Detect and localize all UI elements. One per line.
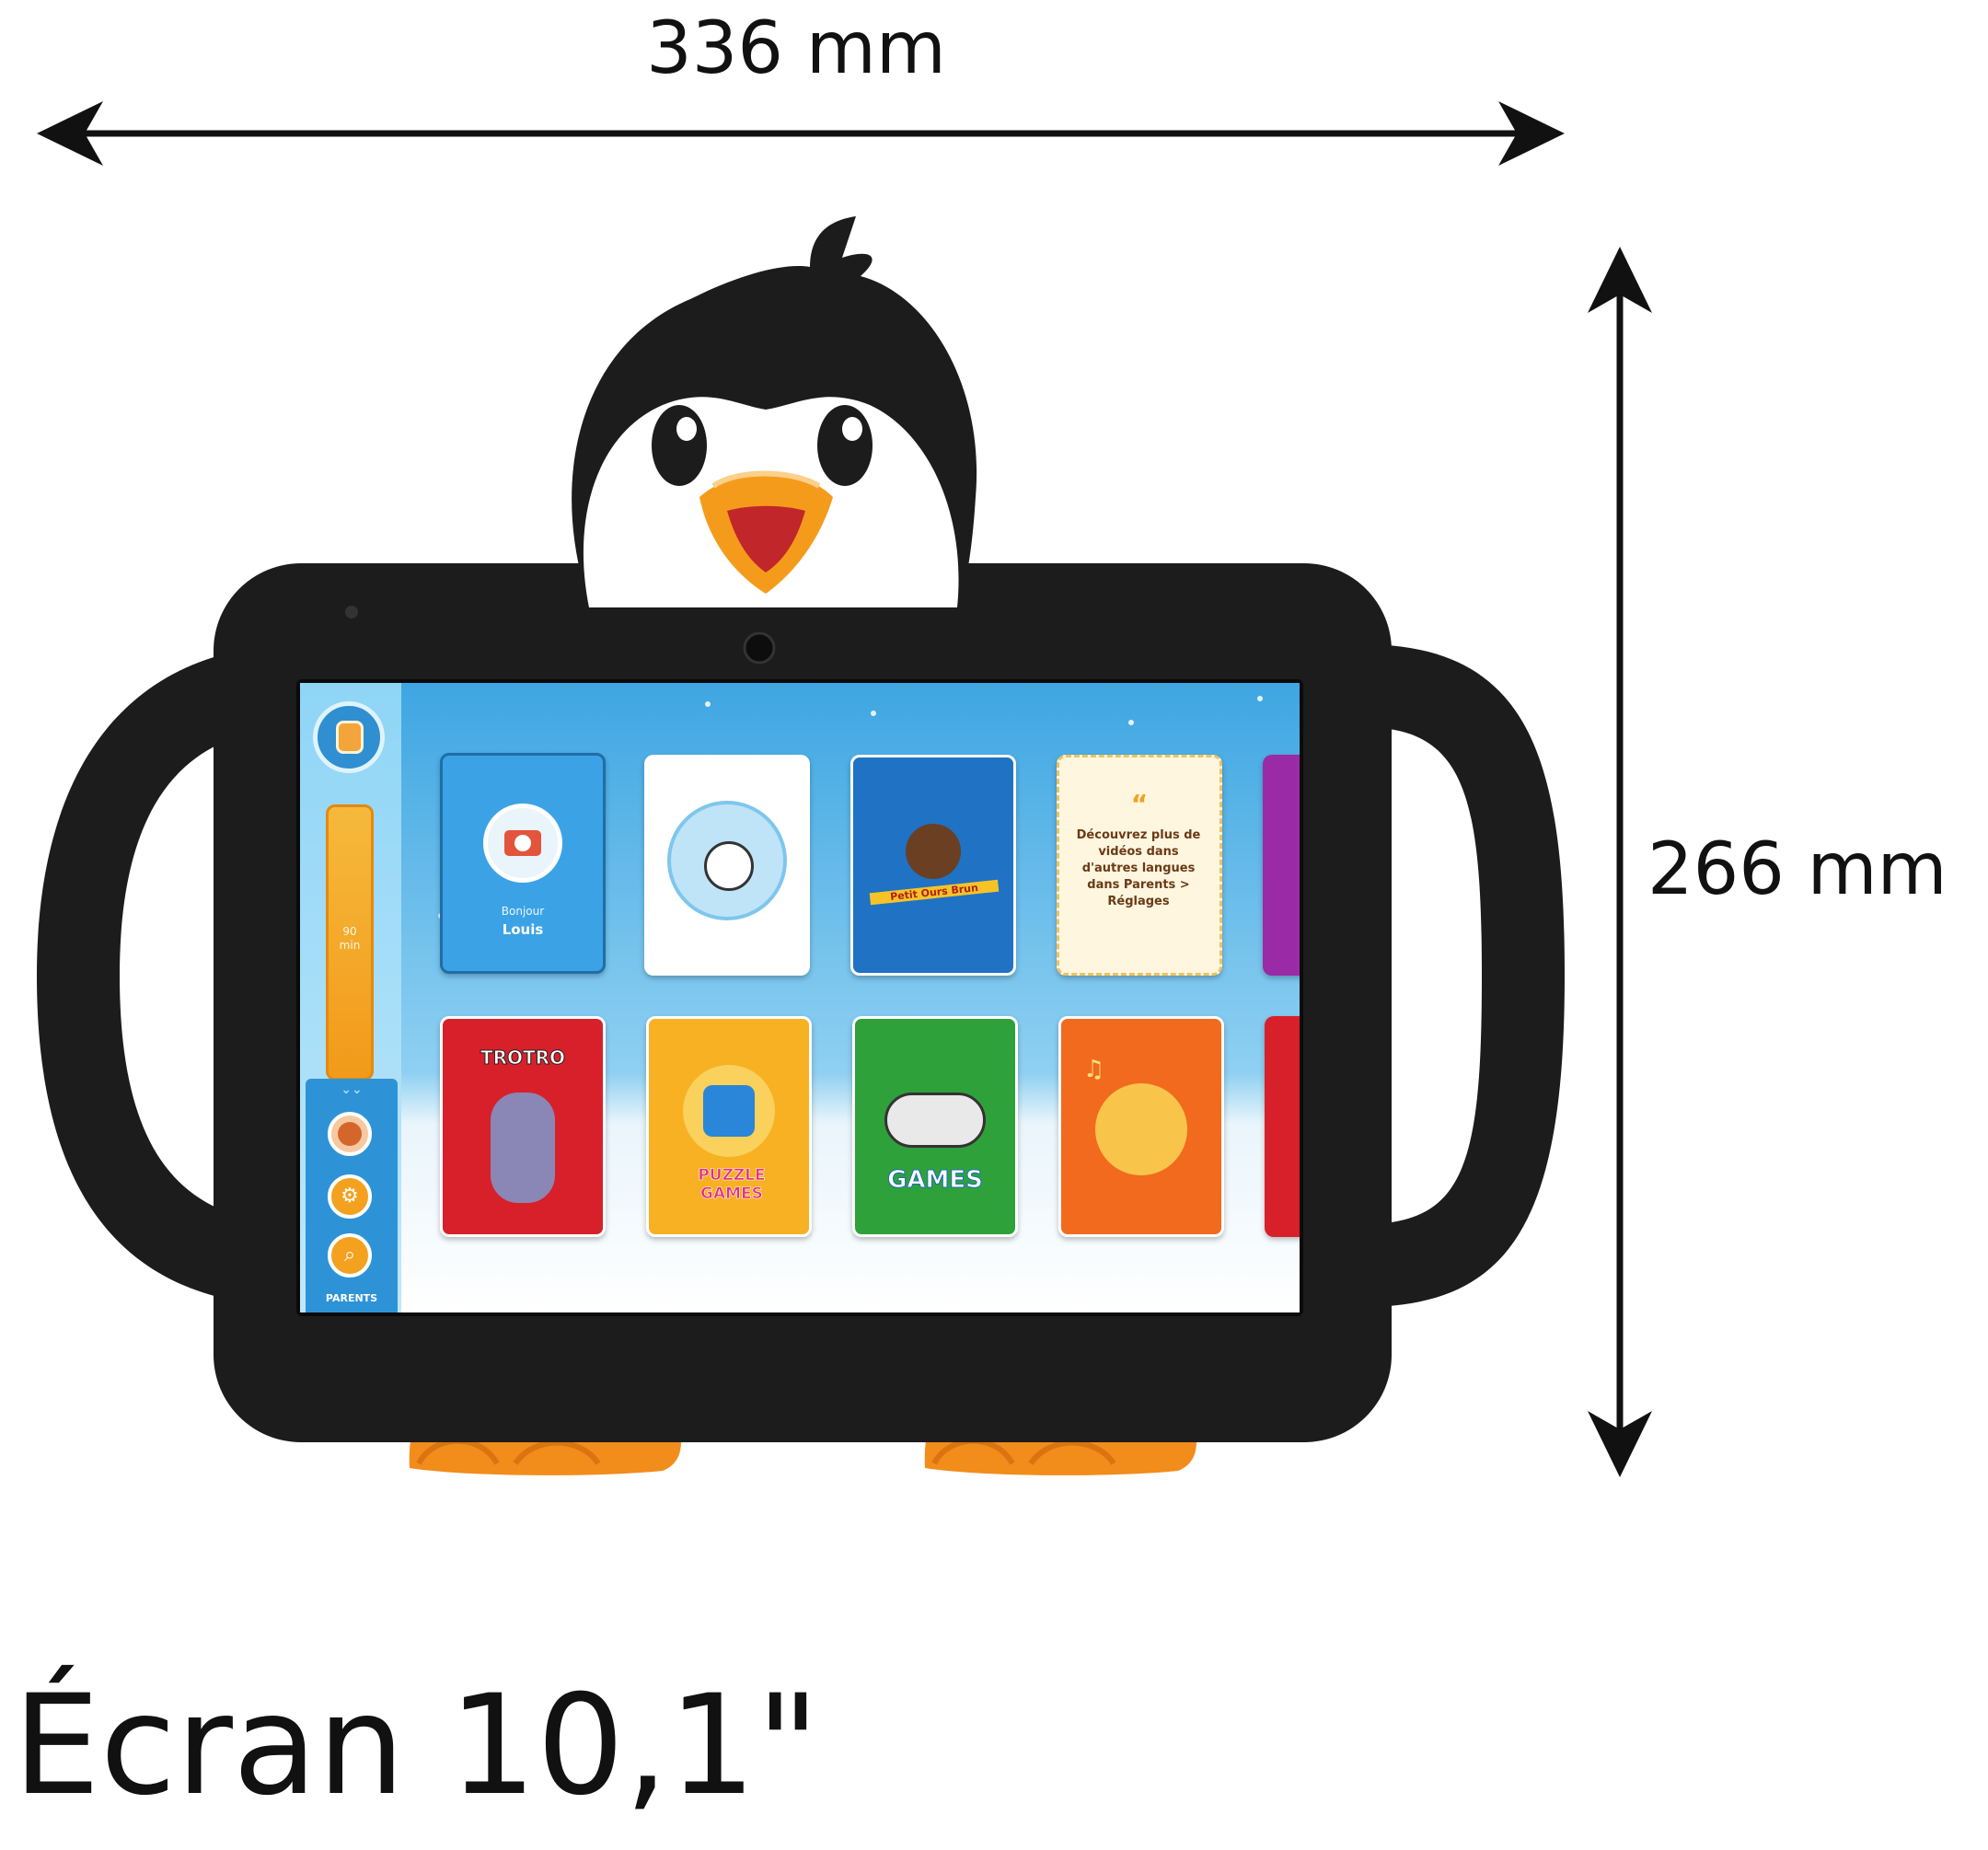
chevron-down-icon[interactable]: ⌄⌄ <box>341 1082 363 1097</box>
left-handle <box>37 644 304 1307</box>
moon-star-icon <box>1095 1083 1187 1175</box>
partial-card-purple[interactable] <box>1263 755 1300 976</box>
quote-mark-icon: “ <box>1130 789 1149 819</box>
games-title: GAMES <box>887 1166 984 1195</box>
height-arrow <box>1588 247 1652 1477</box>
gamepad-icon <box>884 1093 986 1148</box>
puzzle-games-title: PUZZLE GAMES <box>698 1166 766 1204</box>
backpack-icon <box>336 721 364 754</box>
front-camera-icon <box>743 631 776 665</box>
settings-button[interactable]: ⚙ <box>328 1174 372 1219</box>
language-tip-text: Découvrez plus de vidéos dans d'autres l… <box>1076 828 1201 908</box>
screen-time-bar: 90 min <box>326 804 374 1081</box>
partial-card-red[interactable] <box>1265 1016 1300 1237</box>
music-note-icon: ♫ <box>1083 1056 1105 1083</box>
show-title-petit-ours-brun: Petit Ours Brun <box>869 879 1000 906</box>
right-handle <box>1362 644 1565 1307</box>
puzzle-icon <box>683 1065 775 1157</box>
height-dimension-label: 266 mm <box>1647 828 1948 911</box>
width-arrow <box>37 101 1565 166</box>
avatar-button[interactable] <box>328 1112 372 1156</box>
child-name: Louis <box>502 921 544 938</box>
screen-size-caption: Écran 10,1" <box>13 1666 820 1826</box>
profile-card[interactable]: Bonjour Louis <box>440 753 606 974</box>
donkey-icon <box>491 1093 555 1203</box>
language-tip-card[interactable]: “ Découvrez plus de vidéos dans d'autres… <box>1057 755 1222 976</box>
trotro-card[interactable]: TROTRO <box>440 1016 606 1237</box>
puzzle-games-card[interactable]: PUZZLE GAMES <box>646 1016 812 1237</box>
width-dimension-label: 336 mm <box>646 7 946 90</box>
camera-icon <box>483 804 562 883</box>
gear-icon: ⚙ <box>341 1185 359 1208</box>
greeting-text: Bonjour <box>501 905 545 918</box>
sleep-content-card[interactable] <box>644 755 810 976</box>
parents-panel: ⌄⌄ ⚙ ⌕ PARENTS <box>306 1079 398 1312</box>
search-button[interactable]: ⌕ <box>328 1233 372 1278</box>
bear-icon <box>906 824 961 879</box>
games-card[interactable]: GAMES <box>852 1016 1018 1237</box>
tablet-screen: 90 min ⌄⌄ ⚙ ⌕ PARENTS Bonjour Louis Peti… <box>300 683 1300 1312</box>
backpack-profile-button[interactable] <box>313 701 385 773</box>
petit-ours-brun-card[interactable]: Petit Ours Brun <box>850 755 1016 976</box>
music-card[interactable]: ♫ <box>1058 1016 1224 1237</box>
screen-time-text: 90 min <box>339 925 361 952</box>
child-avatar-icon <box>338 1122 362 1146</box>
penguin-head <box>572 216 977 607</box>
parents-label: PARENTS <box>325 1292 378 1304</box>
show-title-trotro: TROTRO <box>480 1046 566 1070</box>
search-icon: ⌕ <box>343 1243 356 1266</box>
cow-sleeping-icon <box>667 801 787 920</box>
